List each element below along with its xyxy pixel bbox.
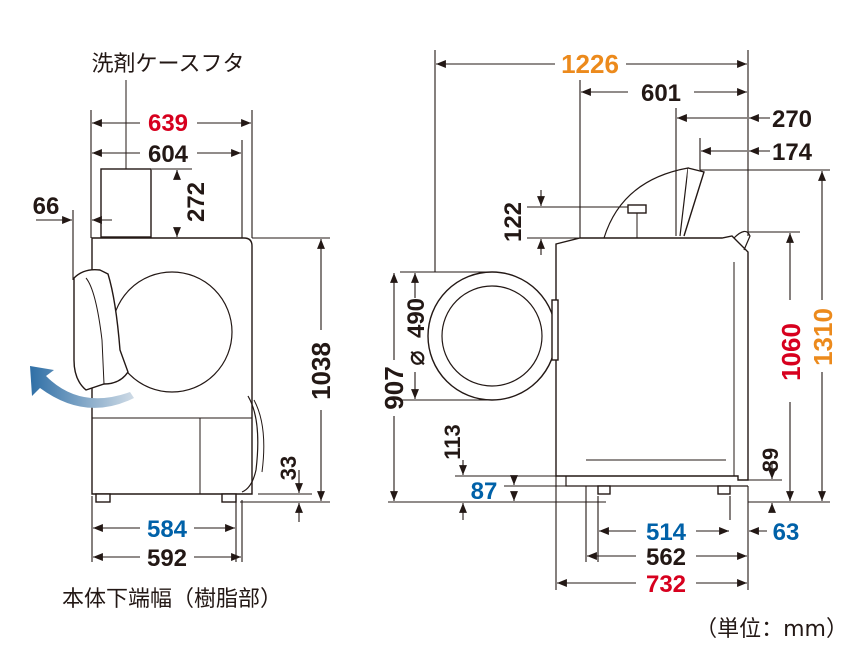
dim-66: 66	[33, 193, 60, 220]
side-dim-lines	[388, 50, 830, 590]
dim-562: 562	[646, 544, 686, 571]
dim-639: 639	[148, 110, 188, 137]
dim-907: 907	[379, 366, 409, 409]
diameter-symbol: ⌀	[400, 350, 430, 366]
unit-label: （単位：mm）	[695, 617, 848, 642]
base-width-note: 本体下端幅（樹脂部）	[62, 587, 282, 612]
dim-270: 270	[772, 106, 812, 133]
detergent-lid-label: 洗剤ケースフタ	[92, 52, 245, 77]
front-body	[91, 237, 253, 495]
dim-1038: 1038	[306, 342, 336, 400]
dim-1060: 1060	[776, 323, 806, 381]
dim-490: 490	[403, 298, 430, 338]
dim-87: 87	[471, 478, 498, 505]
dim-592: 592	[147, 545, 187, 572]
dim-174: 174	[772, 139, 813, 166]
dim-732: 732	[646, 571, 686, 598]
front-dim-lines	[36, 110, 330, 562]
dim-604: 604	[148, 141, 189, 168]
dim-63: 63	[773, 519, 800, 546]
dim-113: 113	[440, 424, 465, 460]
dim-601: 601	[641, 80, 681, 107]
side-body	[555, 235, 749, 481]
detergent-lid-box	[100, 168, 152, 238]
door-swing-arrow	[30, 366, 134, 408]
dim-1310: 1310	[808, 308, 838, 366]
dim-89: 89	[758, 448, 783, 472]
side-door-outer	[427, 271, 557, 401]
side-door-inner	[441, 285, 543, 387]
dim-122: 122	[500, 202, 527, 242]
side-view	[427, 167, 751, 495]
drum-opening	[111, 271, 233, 393]
dim-272: 272	[183, 182, 210, 222]
dim-33: 33	[276, 456, 301, 480]
dim-1226: 1226	[561, 49, 619, 79]
dim-514: 514	[646, 519, 687, 546]
dim-584: 584	[147, 516, 188, 543]
front-view	[73, 80, 265, 503]
